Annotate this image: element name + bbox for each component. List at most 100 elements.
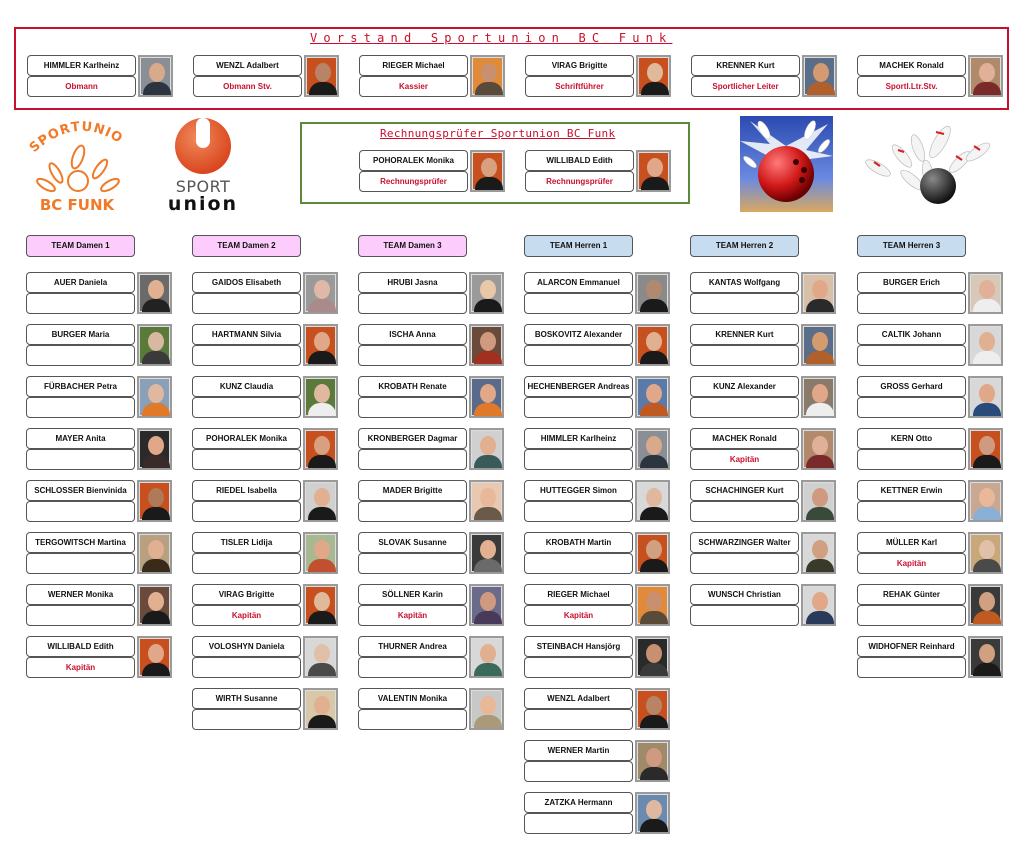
member-role <box>690 605 799 626</box>
member-photo <box>137 480 172 522</box>
portrait-head-icon <box>979 436 995 455</box>
portrait-head-icon <box>314 436 330 455</box>
member-role <box>192 293 301 314</box>
portrait-body-icon <box>806 351 834 364</box>
portrait-body-icon <box>973 82 1001 95</box>
portrait-head-icon <box>480 436 496 455</box>
member-card: BURGER Erich <box>857 272 1003 315</box>
portrait-body-icon <box>474 663 502 676</box>
member-card: KUNZ Alexander <box>690 376 836 419</box>
member-role <box>26 501 135 522</box>
member-role: Kapitän <box>690 449 799 470</box>
member-photo <box>968 428 1003 470</box>
portrait-body-icon <box>309 82 337 95</box>
member-card: REHAK Günter <box>857 584 1003 627</box>
member-card: ISCHA Anna <box>358 324 504 367</box>
member-photo <box>968 376 1003 418</box>
portrait-body-icon <box>308 455 336 468</box>
member-name: KUNZ Alexander <box>690 376 799 397</box>
portrait-body-icon <box>308 715 336 728</box>
portrait-head-icon <box>481 158 497 177</box>
sportunion-logo-bottom-text: union <box>168 193 238 212</box>
member-card: KRONBERGER Dagmar <box>358 428 504 471</box>
member-photo <box>801 324 836 366</box>
member-role <box>26 345 135 366</box>
member-name: WENZL Adalbert <box>524 688 633 709</box>
member-name: KRONBERGER Dagmar <box>358 428 467 449</box>
member-name: WUNSCH Christian <box>690 584 799 605</box>
member-name: VIRAG Brigitte <box>525 55 634 76</box>
portrait-head-icon <box>481 63 497 82</box>
portrait-head-icon <box>148 644 164 663</box>
member-name: SCHLOSSER Bienvinida <box>26 480 135 501</box>
board-title: Vorstand Sportunion BC Funk <box>310 31 673 45</box>
portrait-head-icon <box>647 63 663 82</box>
member-photo <box>469 480 504 522</box>
member-name: WENZL Adalbert <box>193 55 302 76</box>
member-photo <box>635 532 670 574</box>
member-role <box>26 293 135 314</box>
member-card: MAYER Anita <box>26 428 172 471</box>
portrait-body-icon <box>308 611 336 624</box>
member-name: THURNER Andrea <box>358 636 467 657</box>
member-photo <box>801 480 836 522</box>
member-name: MAYER Anita <box>26 428 135 449</box>
portrait-head-icon <box>979 332 995 351</box>
member-role <box>857 605 966 626</box>
member-photo <box>137 532 172 574</box>
member-name: WIDHOFNER Reinhard <box>857 636 966 657</box>
member-photo <box>968 272 1003 314</box>
member-name: WILLIBALD Edith <box>525 150 634 171</box>
member-card: SCHLOSSER Bienvinida <box>26 480 172 523</box>
club-logo-top-text: SPORTUNION <box>16 104 124 156</box>
bowling-pins-image <box>860 118 1000 210</box>
member-role <box>192 501 301 522</box>
member-role <box>690 397 799 418</box>
member-name: KERN Otto <box>857 428 966 449</box>
portrait-body-icon <box>474 715 502 728</box>
portrait-head-icon <box>646 436 662 455</box>
portrait-head-icon <box>148 280 164 299</box>
portrait-head-icon <box>812 436 828 455</box>
member-name: AUER Daniela <box>26 272 135 293</box>
member-photo <box>635 740 670 782</box>
portrait-body-icon <box>806 403 834 416</box>
member-role <box>857 501 966 522</box>
member-card: AUER Daniela <box>26 272 172 315</box>
member-role <box>524 553 633 574</box>
member-name: KRENNER Kurt <box>691 55 800 76</box>
member-name: KRENNER Kurt <box>690 324 799 345</box>
member-name: WILLIBALD Edith <box>26 636 135 657</box>
member-name: RIEGER Michael <box>359 55 468 76</box>
member-name: WIRTH Susanne <box>192 688 301 709</box>
member-name: HIMMLER Karlheinz <box>524 428 633 449</box>
member-photo <box>635 584 670 626</box>
portrait-body-icon <box>640 455 668 468</box>
member-card: SCHACHINGER Kurt <box>690 480 836 523</box>
portrait-head-icon <box>148 488 164 507</box>
member-card: CALTIK Johann <box>857 324 1003 367</box>
member-name: MACHEK Ronald <box>857 55 966 76</box>
portrait-body-icon <box>806 507 834 520</box>
portrait-head-icon <box>480 488 496 507</box>
team-header: TEAM Damen 2 <box>192 235 301 257</box>
portrait-head-icon <box>148 384 164 403</box>
member-name: SCHACHINGER Kurt <box>690 480 799 501</box>
portrait-body-icon <box>806 299 834 312</box>
member-photo <box>968 55 1003 97</box>
member-photo <box>303 532 338 574</box>
portrait-head-icon <box>480 384 496 403</box>
portrait-head-icon <box>646 696 662 715</box>
member-card: WERNER Monika <box>26 584 172 627</box>
portrait-head-icon <box>314 696 330 715</box>
member-card: SCHWARZINGER Walter <box>690 532 836 575</box>
member-photo <box>801 376 836 418</box>
member-role <box>690 345 799 366</box>
portrait-head-icon <box>647 158 663 177</box>
